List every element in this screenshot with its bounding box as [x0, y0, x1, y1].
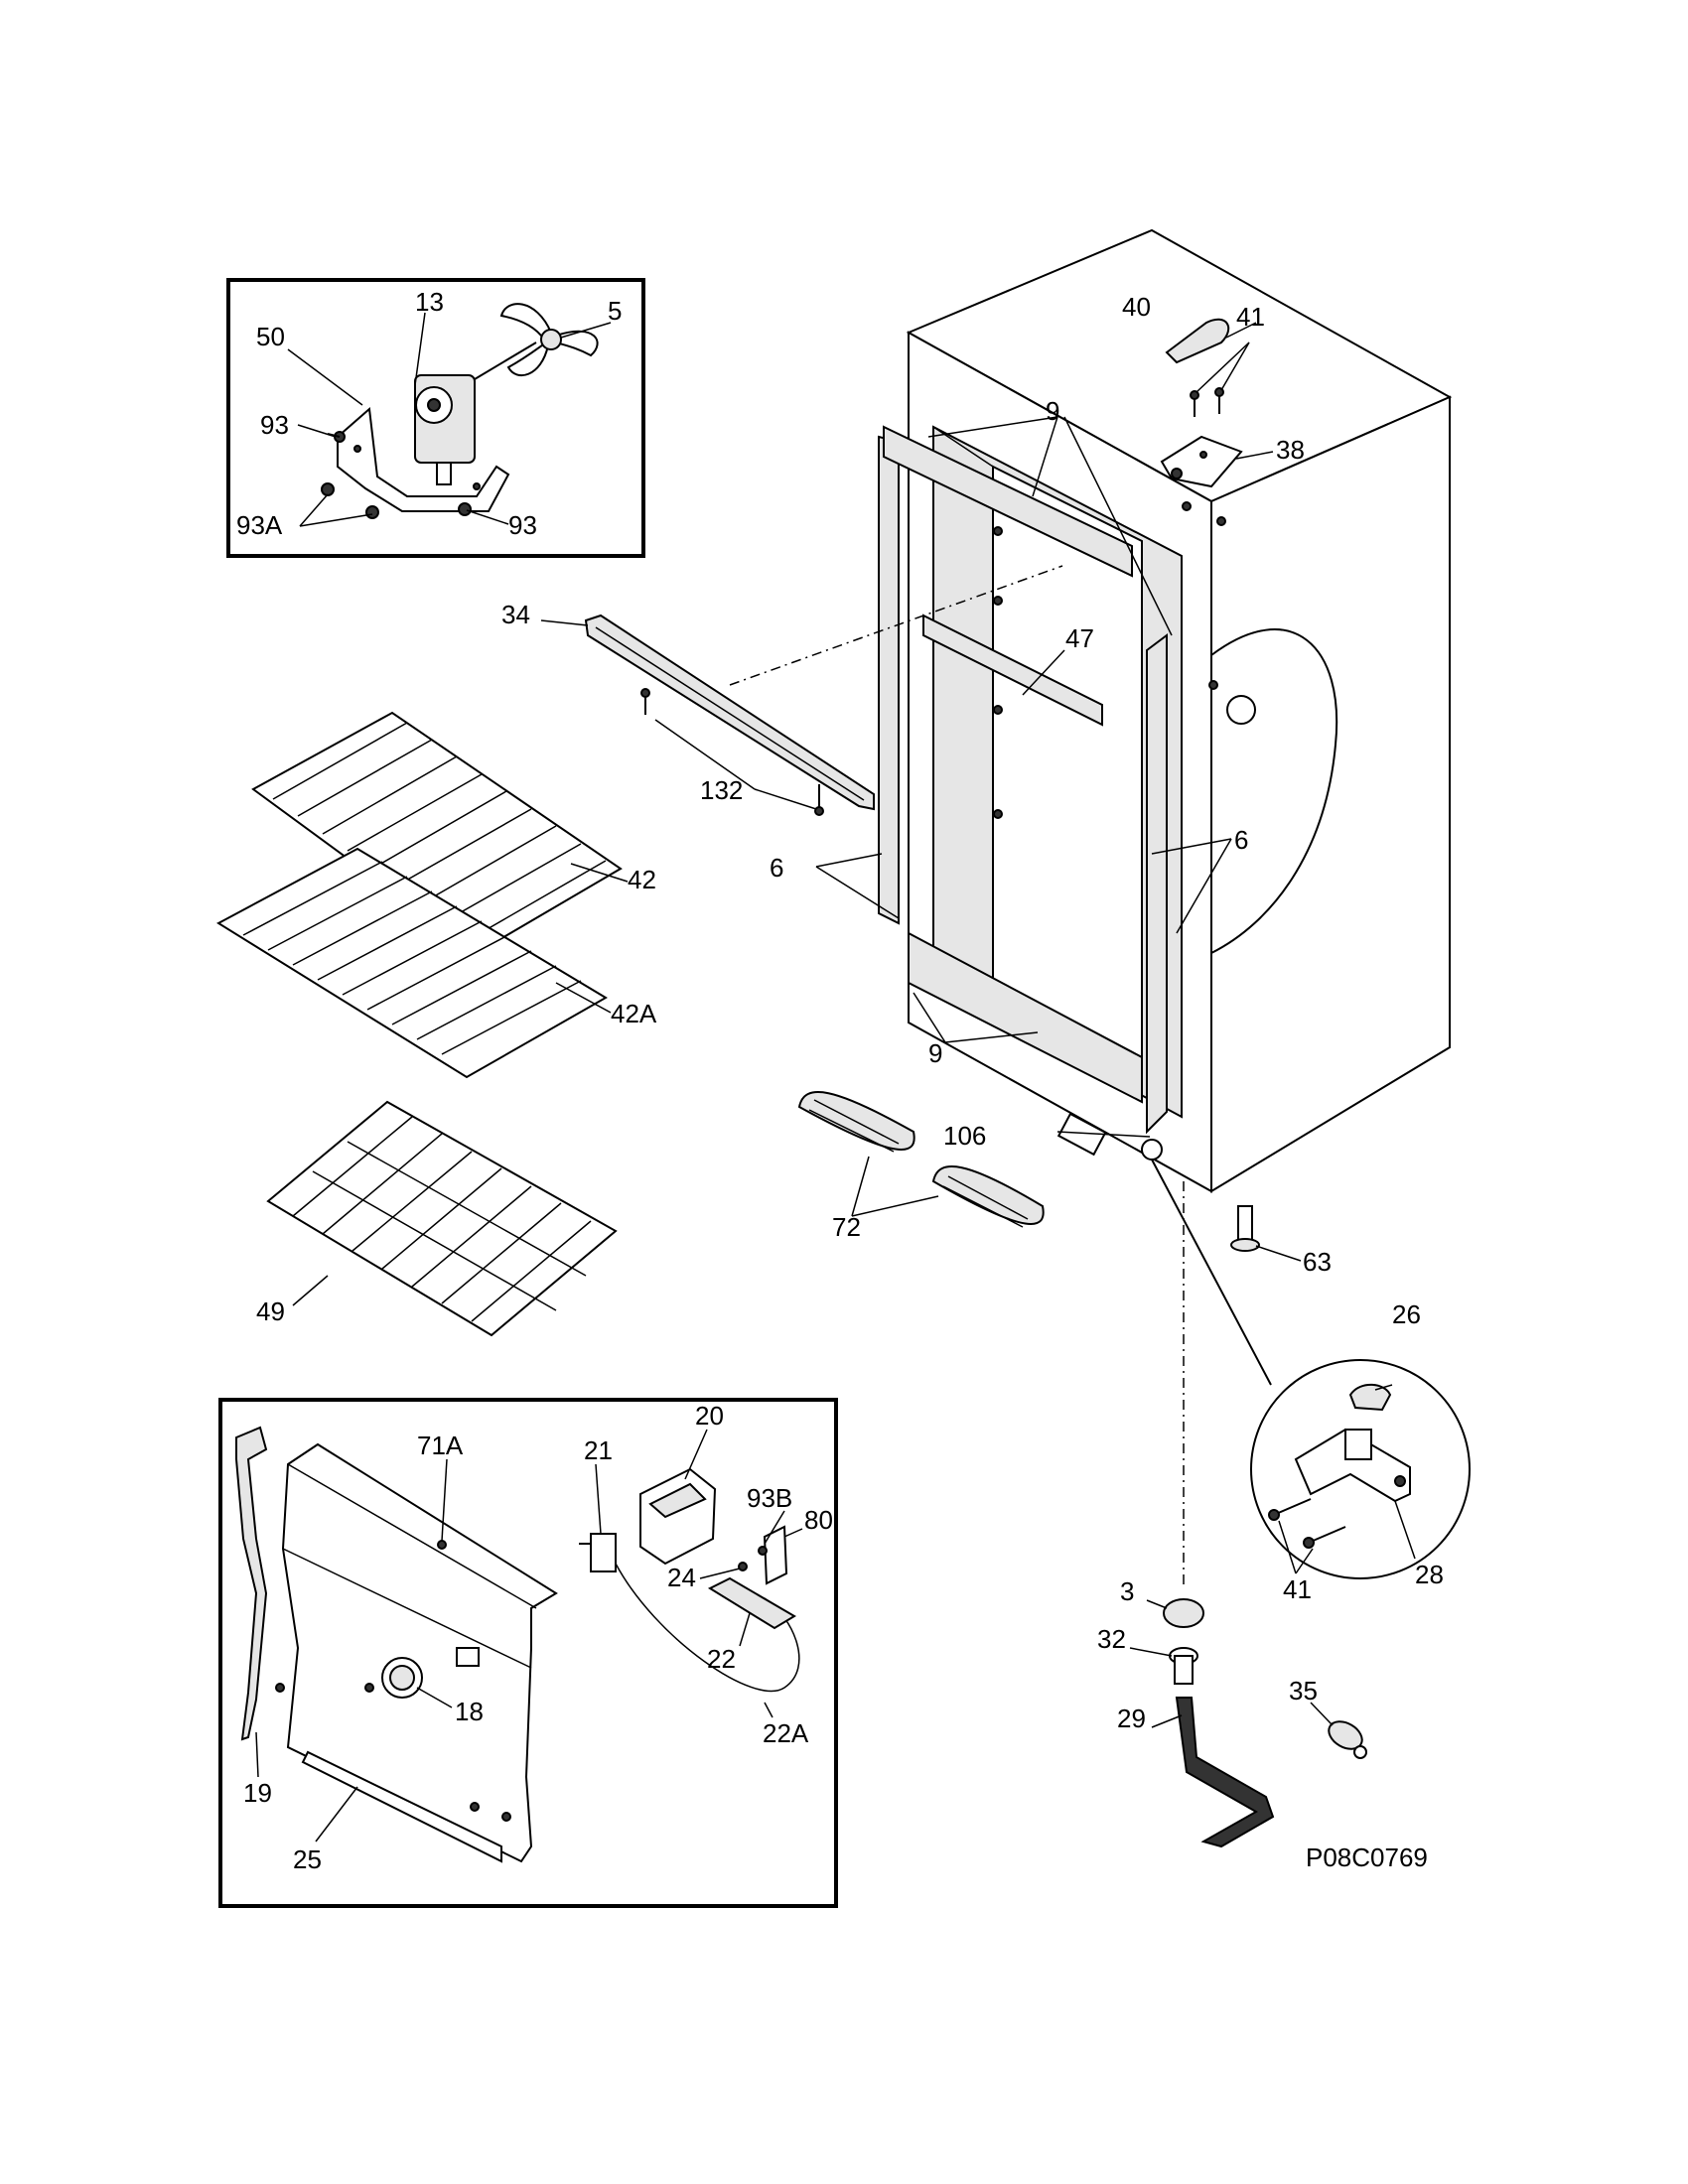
callout-3: 3	[1120, 1576, 1134, 1606]
freezer-cabinet: 40 41 38 9 47 6 6 9 106	[770, 228, 1453, 1193]
thermostat-control	[579, 1533, 617, 1572]
door-gasket-left	[878, 435, 900, 925]
top-hinge	[1160, 435, 1243, 526]
callout-41-top: 41	[1236, 302, 1265, 332]
callout-28: 28	[1415, 1560, 1444, 1589]
callout-41-bottom: 41	[1283, 1574, 1312, 1604]
wire-shelf-lower	[216, 847, 608, 1079]
callout-21: 21	[584, 1435, 613, 1465]
hinge-screws	[1190, 387, 1224, 417]
drain-tube	[1175, 1697, 1275, 1848]
control-panel-inset-border	[218, 1398, 838, 1908]
screw-93A-1	[321, 482, 335, 496]
sensor-cover	[707, 1576, 796, 1630]
thermostat-dial	[381, 1657, 423, 1699]
drain-parts: 3 32 29 35	[1097, 1576, 1367, 1848]
callout-13: 13	[415, 287, 444, 317]
callout-93A: 93A	[236, 510, 283, 540]
screw-93-lower	[458, 502, 472, 516]
hinge-detail-circle	[1250, 1359, 1471, 1579]
diagram-code: P08C0769	[1306, 1843, 1428, 1872]
callout-72: 72	[832, 1212, 861, 1242]
motor-bracket	[337, 406, 510, 512]
callout-71A: 71A	[417, 1431, 464, 1460]
callout-26: 26	[1392, 1299, 1421, 1329]
callout-38: 38	[1276, 435, 1305, 465]
callout-32: 32	[1097, 1624, 1126, 1654]
callout-49: 49	[256, 1297, 285, 1326]
callout-106: 106	[943, 1121, 986, 1151]
capillary-tube	[615, 1563, 800, 1693]
callout-63: 63	[1303, 1247, 1332, 1277]
callout-80: 80	[804, 1505, 833, 1535]
callout-93-lower: 93	[508, 510, 537, 540]
drain-spout-35: 35	[1289, 1676, 1367, 1759]
callout-93-upper: 93	[260, 410, 289, 440]
gasket-strip	[235, 1426, 268, 1741]
fan-motor-inset-border	[226, 278, 645, 558]
callout-35: 35	[1289, 1676, 1318, 1706]
control-housing	[639, 1467, 717, 1566]
callout-34: 34	[501, 600, 530, 629]
callout-6-left: 6	[770, 853, 783, 883]
callout-29: 29	[1117, 1704, 1146, 1733]
hinge-cover	[1165, 318, 1230, 364]
callout-9-bottom: 9	[928, 1038, 942, 1068]
screw-93-upper	[327, 431, 346, 443]
drain-fitting	[1169, 1647, 1198, 1685]
fan-blade	[499, 303, 599, 377]
hinge-cap	[1348, 1383, 1392, 1412]
bottom-hinge-area: 63 26 28 41	[1141, 1139, 1471, 1604]
callout-6-right: 6	[1234, 825, 1248, 855]
callout-93B: 93B	[747, 1483, 792, 1513]
back-panel	[281, 1442, 558, 1863]
door-gasket-top	[883, 425, 1133, 578]
shelf-trim: 34 132	[501, 565, 1063, 816]
leveling-leg: 63	[1230, 1205, 1332, 1277]
callout-9-top: 9	[1046, 396, 1059, 426]
rack-49: 49	[256, 1100, 618, 1337]
callout-42A: 42A	[611, 999, 657, 1028]
screw-93A-2	[365, 505, 379, 519]
callout-22: 22	[707, 1644, 736, 1674]
drain-plug	[1163, 1598, 1204, 1628]
door-gasket-right	[1146, 633, 1168, 1135]
callout-50: 50	[256, 322, 285, 351]
callout-18: 18	[455, 1697, 484, 1726]
callout-132: 132	[700, 775, 743, 805]
shelf-rail	[922, 614, 1103, 727]
bracket-80	[763, 1525, 788, 1585]
vent-grilles: 72	[797, 1091, 1045, 1242]
door-gasket-bottom	[908, 931, 1143, 1104]
callout-22A: 22A	[763, 1718, 809, 1748]
control-panel-inset: 71A 21 20 93B 80 24 22 22A 18 19 25	[218, 1398, 838, 1908]
callout-5: 5	[608, 296, 622, 326]
callout-24: 24	[667, 1563, 696, 1592]
callout-19: 19	[243, 1778, 272, 1808]
callout-20: 20	[695, 1401, 724, 1431]
callout-25: 25	[293, 1844, 322, 1874]
callout-40: 40	[1122, 292, 1151, 322]
fan-motor	[414, 341, 537, 485]
callout-47: 47	[1065, 623, 1094, 653]
callout-42: 42	[628, 865, 656, 894]
fan-motor-inset: 13 5 50 93 93A 93	[226, 278, 645, 558]
